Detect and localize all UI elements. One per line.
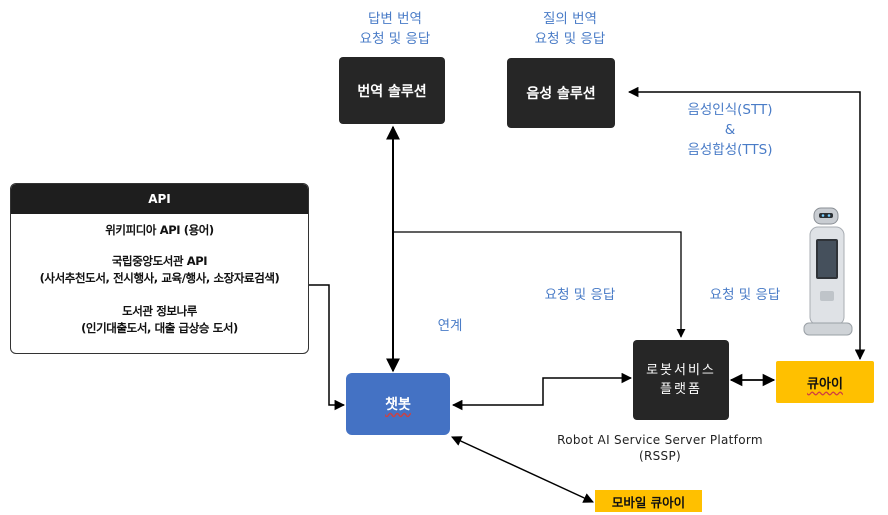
request-response-label-1: 요청 및 응답 [544, 287, 616, 303]
mobile-cuai-label: 모바일 큐아이 [611, 494, 686, 510]
api-header: API [11, 184, 308, 214]
api-panel: API 위키피디아 API (용어) 국립중앙도서관 API (사서추천도서, … [10, 183, 309, 354]
voice-request-label: 질의 번역 요청 및 응답 [495, 9, 645, 49]
robot-icon [803, 207, 853, 336]
voice-label-line2: 요청 및 응답 [534, 31, 606, 47]
stt-label: 음성인식(STT) [687, 102, 773, 118]
voice-solution-box: 음성 솔루션 [507, 58, 615, 128]
chatbot-platform-line [451, 372, 633, 411]
chatbot-label: 챗봇 [385, 397, 411, 413]
voice-cuai-line [627, 86, 866, 361]
chatbot-node: 챗봇 [346, 373, 450, 435]
stt-tts-label: 음성인식(STT) & 음성합성(TTS) [660, 100, 800, 160]
link-label: 연계 [437, 318, 463, 334]
cuai-label: 큐아이 [807, 376, 843, 392]
rssp-caption-line1: Robot AI Service Server Platform [557, 433, 763, 447]
national-library-api-detail: (사서추천도서, 전시행사, 교육/행사, 소장자료검색) [39, 271, 280, 285]
translation-label-line1: 답변 번역 [368, 11, 422, 27]
chatbot-mobile-line [451, 436, 594, 503]
robot-platform-label-line1: 로봇서비스 [646, 363, 716, 378]
tts-label: 음성합성(TTS) [687, 142, 773, 158]
rssp-caption-line2: (RSSP) [639, 449, 681, 463]
library-info-detail: (인기대출도서, 대출 급상승 도서) [81, 321, 238, 335]
robot-service-platform-node: 로봇서비스 플랫폼 [633, 340, 729, 420]
robot-platform-label-line2: 플랫폼 [660, 382, 702, 397]
translation-solution-box: 번역 솔루션 [339, 57, 445, 124]
national-library-api: 국립중앙도서관 API [111, 254, 208, 268]
library-info: 도서관 정보나루 [122, 304, 197, 318]
request-response-label-2: 요청 및 응답 [709, 287, 781, 303]
translation-request-label: 답변 번역 요청 및 응답 [320, 9, 470, 49]
voice-label-line1: 질의 번역 [543, 11, 597, 27]
wiki-api: 위키피디아 API (용어) [105, 223, 214, 237]
translation-solution-label: 번역 솔루션 [357, 83, 427, 100]
ampersand-label: & [724, 122, 736, 138]
mobile-cuai-node: 모바일 큐아이 [595, 490, 702, 512]
api-chatbot-line [307, 284, 346, 411]
voice-solution-label: 음성 솔루션 [526, 86, 596, 102]
rssp-caption: Robot AI Service Server Platform (RSSP) [530, 432, 790, 464]
translation-label-line2: 요청 및 응답 [359, 31, 431, 47]
cuai-node: 큐아이 [776, 361, 874, 403]
